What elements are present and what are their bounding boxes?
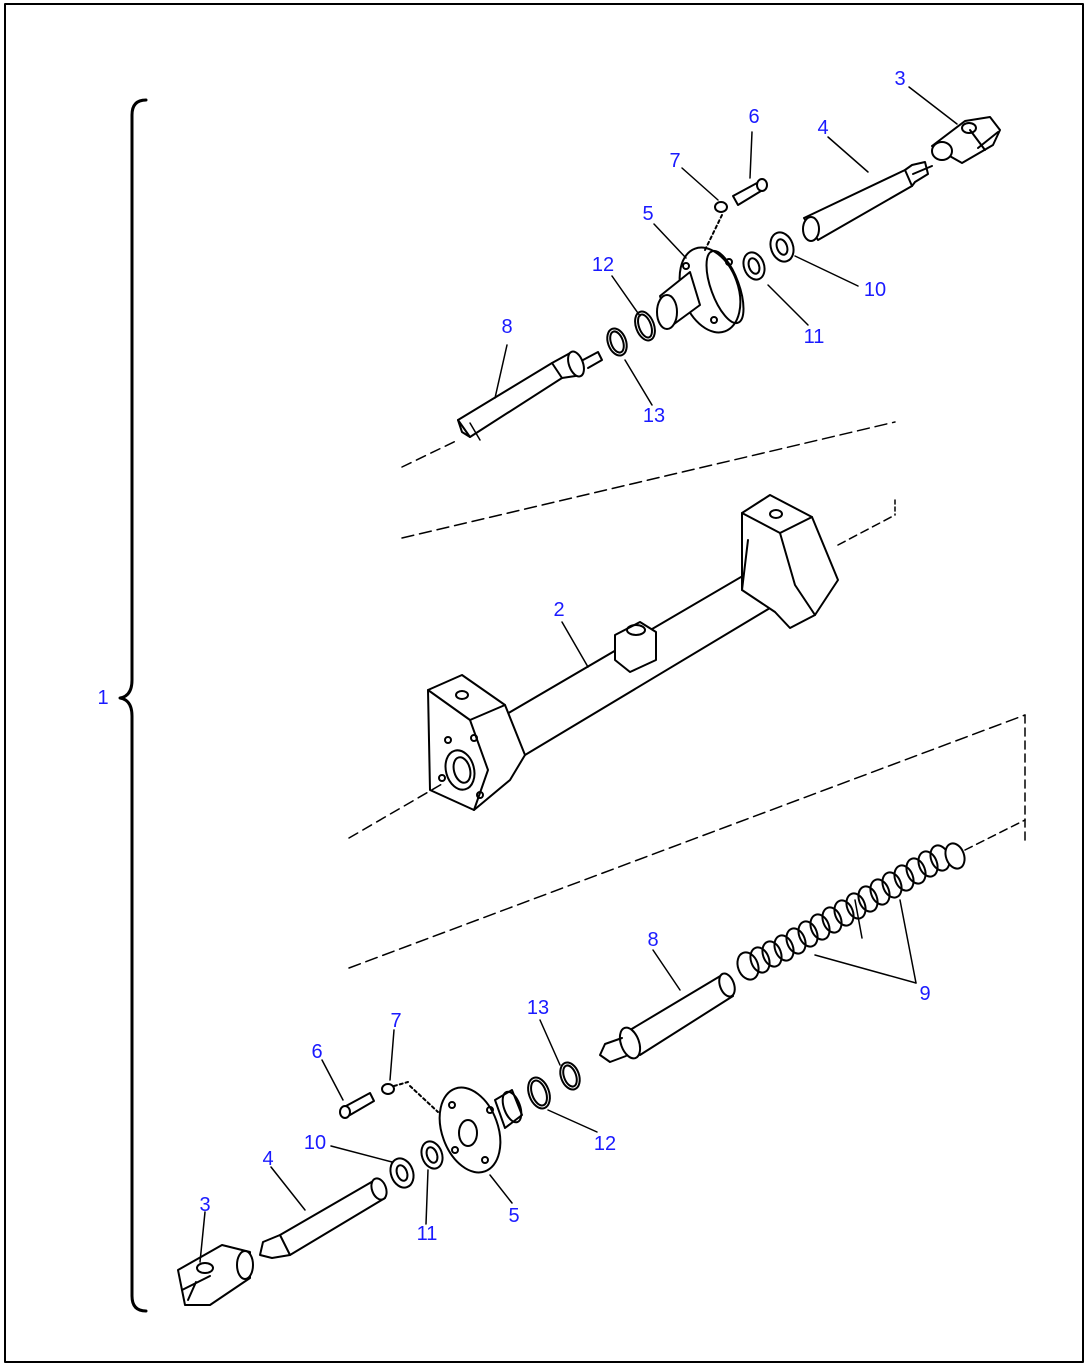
callout-spring: 9 [919, 983, 931, 1005]
callout-bottom-washer: 7 [390, 1010, 402, 1032]
top-clevis-part [931, 116, 1001, 164]
callout-top-lock-ring: 11 [803, 326, 825, 348]
bottom-lock-ring-part [420, 1140, 444, 1170]
bottom-ring-12-part [527, 1076, 551, 1110]
top-guide-line [401, 439, 459, 468]
callout-bottom-nut: 10 [303, 1132, 327, 1154]
callout-top-ring-13: 13 [642, 405, 666, 427]
top-flange-part [656, 214, 745, 334]
top-washer-part [714, 201, 728, 213]
callout-bottom-ring-13: 13 [526, 997, 550, 1019]
callout-top-piston-rod: 8 [501, 316, 513, 338]
top-rod-part [802, 161, 933, 242]
bottom-separator-line [348, 714, 1026, 969]
bottom-nut-part [389, 1157, 415, 1189]
top-ring-12-part [634, 310, 656, 342]
callout-bottom-clevis: 3 [199, 1194, 211, 1216]
callout-top-ring-12: 12 [591, 254, 615, 276]
bottom-clevis-part [177, 1244, 254, 1306]
callout-bottom-lock-ring: 11 [416, 1223, 438, 1245]
page-border [4, 3, 1084, 1363]
top-ring-13-part [606, 327, 628, 357]
callout-bottom-piston-rod: 8 [647, 929, 659, 951]
bottom-rod-part [259, 1177, 388, 1259]
top-separator-line [401, 421, 896, 539]
callout-top-flange: 5 [642, 203, 654, 225]
assembly-brace [118, 98, 148, 1313]
callout-cylinder-body: 2 [553, 599, 565, 621]
callout-top-washer: 7 [669, 150, 681, 172]
top-nut-part [769, 231, 795, 263]
callout-bottom-bolt: 6 [311, 1041, 323, 1063]
leader-lines [199, 86, 958, 1263]
bottom-flange-part [409, 1085, 523, 1174]
spring-part [736, 842, 966, 981]
callout-assembly: 1 [97, 687, 109, 709]
top-bolt-part [732, 178, 768, 206]
cylinder-body-part [348, 494, 896, 839]
callout-bottom-rod: 4 [262, 1148, 274, 1170]
callout-top-clevis: 3 [894, 68, 906, 90]
bottom-washer-part [381, 1083, 395, 1095]
callout-top-nut: 10 [863, 279, 887, 301]
top-piston-rod-part [457, 350, 603, 441]
top-lock-ring-part [742, 251, 766, 281]
callout-top-rod: 4 [817, 117, 829, 139]
callout-bottom-flange: 5 [508, 1205, 520, 1227]
callout-bottom-ring-12: 12 [593, 1133, 617, 1155]
bottom-ring-13-part [559, 1061, 581, 1091]
bottom-piston-rod-part [599, 972, 736, 1063]
bottom-bolt-part [339, 1092, 375, 1119]
callout-top-bolt: 6 [748, 106, 760, 128]
